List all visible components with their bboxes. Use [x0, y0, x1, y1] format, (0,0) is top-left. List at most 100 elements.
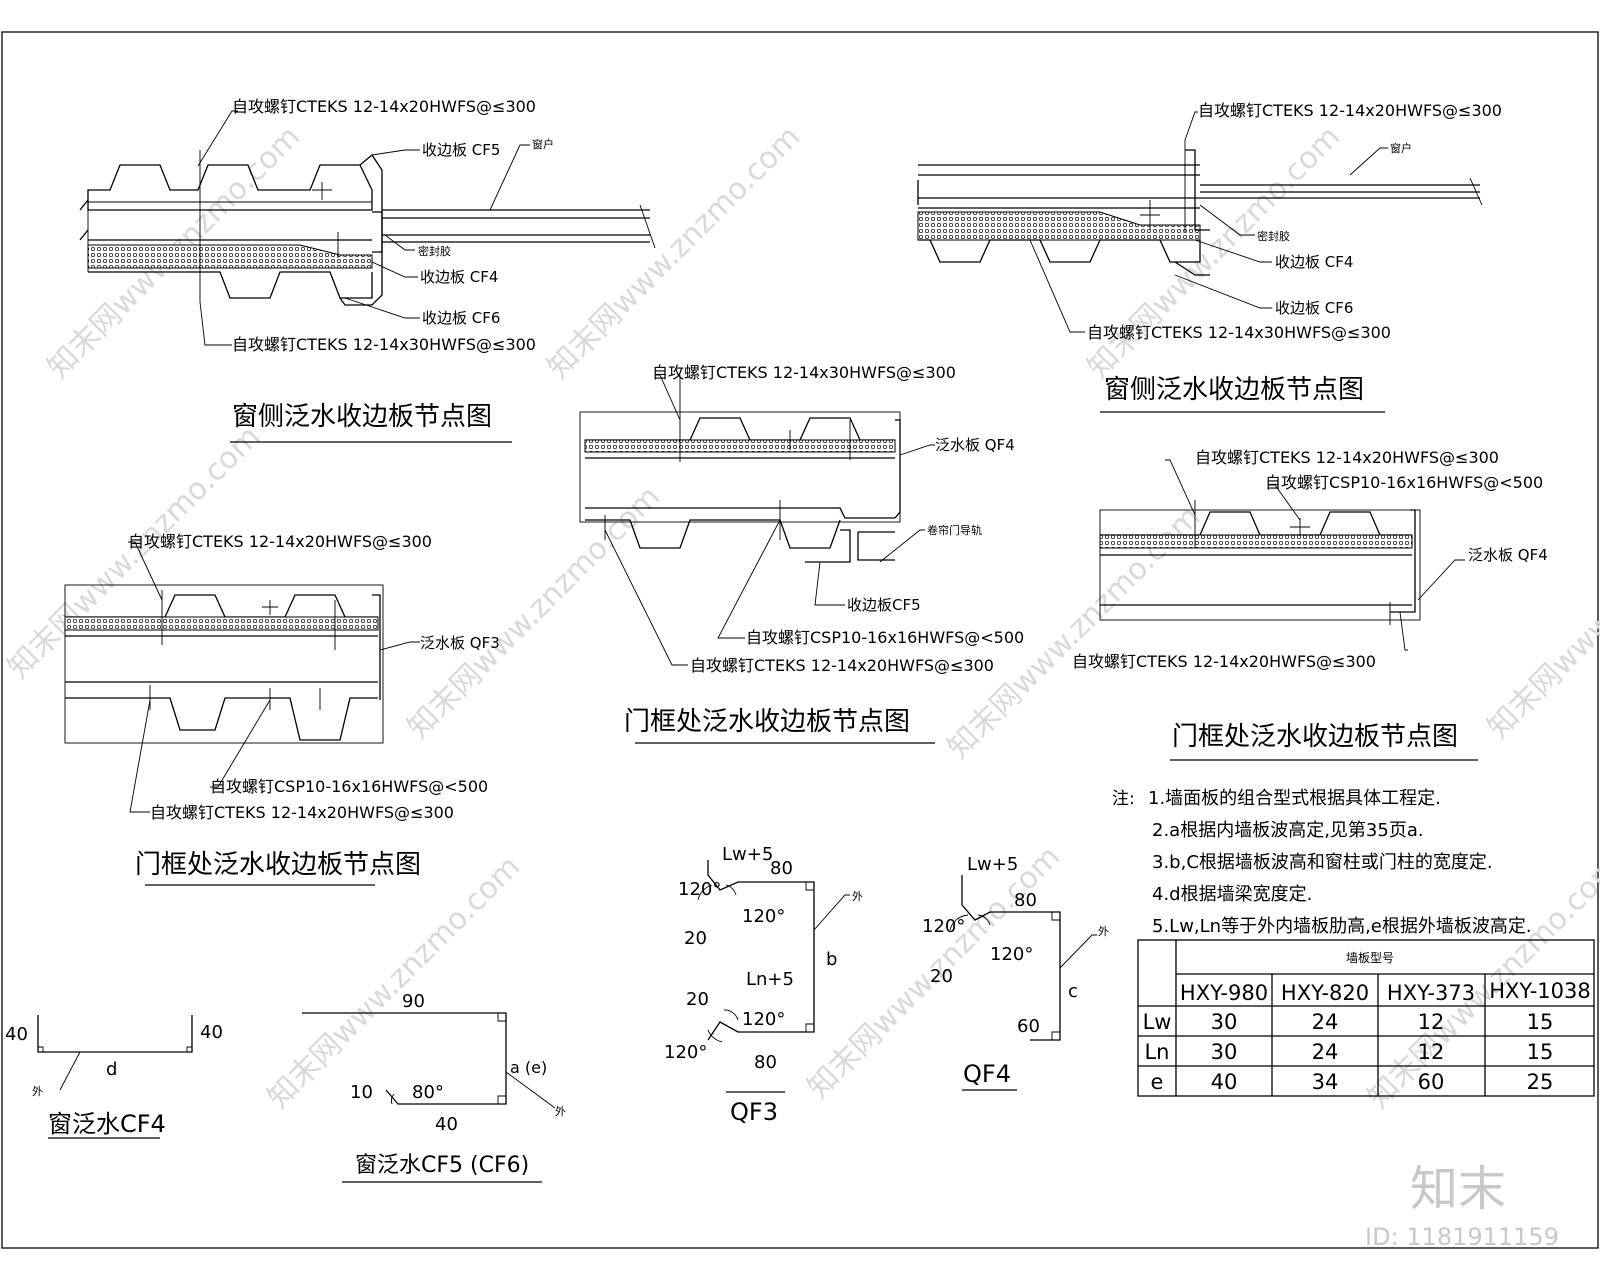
label-screw-20-g: 自攻螺钉CTEKS 12-14x20HWFS@≤300 — [1072, 652, 1376, 671]
qf3-title: QF3 — [730, 1098, 778, 1126]
note-2: 2.a根据内墙板波高定,见第35页a. — [1152, 820, 1424, 841]
qf4-dim-60: 60 — [1017, 1016, 1040, 1037]
label-screw-30-c: 自攻螺钉CTEKS 12-14x30HWFS@≤300 — [652, 363, 956, 382]
svg-text:知末网www.znzmo.com: 知末网www.znzmo.com — [541, 119, 807, 385]
cf4-title: 窗泛水CF4 — [48, 1110, 166, 1138]
table-cell: 40 — [1211, 1070, 1238, 1094]
cf5-dim-top: 90 — [402, 991, 425, 1012]
qf3-dim-20-bottom: 20 — [686, 989, 709, 1010]
table-row-label: e — [1151, 1070, 1164, 1094]
qf3-dim-80-top: 80 — [770, 858, 793, 879]
wall-panel-table: 墙板型号 HXY-980 HXY-820 HXY-373 HXY-1038 Lw… — [1137, 939, 1595, 1097]
label-screw-csp-c: 自攻螺钉CSP10-16x16HWFS@<500 — [746, 628, 1024, 647]
table-cell: 15 — [1527, 1040, 1554, 1064]
cf4-dim-d: d — [106, 1059, 117, 1080]
table-cell: 12 — [1418, 1010, 1445, 1034]
title-window-b: 窗侧泛水收边板节点图 — [1104, 375, 1364, 405]
qf3-dim-b: b — [826, 949, 837, 970]
svg-text:知末网www.znzmo.com: 知末网www.znzmo.com — [1, 419, 267, 685]
label-screw-csp-d: 自攻螺钉CSP10-16x16HWFS@<500 — [210, 777, 488, 796]
svg-text:知末网www.znzmo.com: 知末网www.znzmo.com — [261, 849, 527, 1115]
cf5-angle: 80° — [412, 1082, 444, 1103]
table-group-header: 墙板型号 — [1346, 951, 1394, 965]
label-cf5-a: 收边板 CF5 — [422, 141, 500, 159]
table-col-0: HXY-980 — [1180, 981, 1268, 1005]
qf3-angle-inner-b: 120° — [742, 1009, 785, 1030]
profile-qf4 — [949, 875, 1097, 1041]
detail-window-left — [79, 110, 656, 346]
table-cell: 30 — [1211, 1010, 1238, 1034]
profile-cf5 — [302, 1012, 556, 1109]
table-col-2: HXY-373 — [1387, 981, 1475, 1005]
table-cell: 15 — [1527, 1010, 1554, 1034]
qf4-dim-c: c — [1068, 981, 1078, 1002]
label-screw-20-c: 自攻螺钉CTEKS 12-14x20HWFS@≤300 — [690, 656, 994, 675]
qf4-title: QF4 — [963, 1060, 1011, 1088]
profile-cf4 — [37, 1015, 193, 1091]
cf4-dim-left: 40 — [5, 1024, 28, 1045]
title-window-a: 窗侧泛水收边板节点图 — [232, 402, 492, 432]
title-door-c: 门框处泛水收边板节点图 — [624, 707, 910, 737]
cf5-outside: 外 — [555, 1105, 566, 1118]
label-screw-30-a: 自攻螺钉CTEKS 12-14x30HWFS@≤300 — [232, 335, 536, 354]
label-screw-20-b: 自攻螺钉CTEKS 12-14x20HWFS@≤300 — [1198, 101, 1502, 120]
cf5-dim-lip: 10 — [350, 1082, 373, 1103]
watermark-brand: 知末 — [1410, 1161, 1506, 1217]
table-cell: 30 — [1211, 1040, 1238, 1064]
qf3-dim-80-bottom: 80 — [754, 1052, 777, 1073]
note-3: 3.b,C根据墙板波高和窗柱或门柱的宽度定. — [1152, 852, 1493, 873]
label-qf4-c: 泛水板 QF4 — [935, 436, 1015, 454]
note-1: 1.墙面板的组合型式根据具体工程定. — [1148, 788, 1441, 809]
sheet-border — [1, 31, 1599, 1249]
label-window-a: 窗户 — [532, 137, 554, 151]
cf4-dim-right: 40 — [200, 1022, 223, 1043]
qf4-angle-inner: 120° — [990, 944, 1033, 965]
label-screw-csp-f: 自攻螺钉CSP10-16x16HWFS@<500 — [1265, 473, 1543, 492]
qf3-angle-outer-b: 120° — [664, 1042, 707, 1063]
label-cf4-a: 收边板 CF4 — [420, 268, 498, 286]
notes-block: 注: 1.墙面板的组合型式根据具体工程定. 2.a根据内墙板波高定,见第35页a… — [1112, 788, 1532, 937]
svg-text:知末网www.znzmo.com: 知末网www.znzmo.com — [401, 479, 667, 745]
label-rail: 卷帘门导轨 — [927, 523, 982, 537]
table-col-3: HXY-1038 — [1489, 979, 1591, 1003]
table-cell: 34 — [1312, 1070, 1339, 1094]
qf3-angle-outer: 120° — [678, 879, 721, 900]
note-4: 4.d根据墙梁宽度定. — [1152, 884, 1312, 905]
qf4-dim-lw: Lw+5 — [967, 854, 1018, 875]
detail-window-right — [917, 111, 1483, 333]
label-window-b: 窗户 — [1390, 141, 1412, 155]
qf4-outside: 外 — [1098, 925, 1109, 938]
title-door-f: 门框处泛水收边板节点图 — [1172, 722, 1458, 752]
table-cell: 12 — [1418, 1040, 1445, 1064]
cf5-title: 窗泛水CF5 (CF6) — [355, 1153, 529, 1178]
label-screw-20-e: 自攻螺钉CTEKS 12-14x20HWFS@≤300 — [150, 803, 454, 822]
table-col-1: HXY-820 — [1281, 981, 1369, 1005]
note-5: 5.Lw,Ln等于外内墙板肋高,e根据外墙板波高定. — [1152, 916, 1532, 937]
label-sealant-b: 密封胶 — [1257, 229, 1290, 243]
label-cf5-c: 收边板CF5 — [847, 596, 921, 614]
qf4-angle-outer: 120° — [922, 916, 965, 937]
table-row-label: Lw — [1143, 1010, 1172, 1034]
table-cell: 24 — [1312, 1010, 1339, 1034]
detail-door-left — [64, 541, 420, 813]
qf3-outside: 外 — [852, 890, 863, 903]
qf3-angle-inner: 120° — [742, 906, 785, 927]
detail-door-center — [579, 374, 935, 666]
detail-door-right — [1099, 459, 1465, 651]
qf3-dim-20-top: 20 — [684, 928, 707, 949]
cf5-dim-side: a (e) — [510, 1058, 547, 1077]
cf4-outside: 外 — [32, 1085, 43, 1098]
label-qf4-f: 泛水板 QF4 — [1468, 546, 1548, 564]
label-cf4-b: 收边板 CF4 — [1275, 253, 1353, 271]
notes-prefix: 注: — [1112, 789, 1135, 809]
table-cell: 25 — [1527, 1070, 1554, 1094]
watermark-id: ID: 1181911159 — [1365, 1223, 1559, 1251]
label-screw-20-d: 自攻螺钉CTEKS 12-14x20HWFS@≤300 — [128, 532, 432, 551]
qf3-dim-ln: Ln+5 — [746, 969, 794, 990]
label-qf3-d: 泛水板 QF3 — [420, 634, 500, 652]
label-screw-30-b: 自攻螺钉CTEKS 12-14x30HWFS@≤300 — [1087, 323, 1391, 342]
label-cf6-b: 收边板 CF6 — [1275, 299, 1353, 317]
label-cf6-a: 收边板 CF6 — [422, 309, 500, 327]
table-cell: 60 — [1418, 1070, 1445, 1094]
